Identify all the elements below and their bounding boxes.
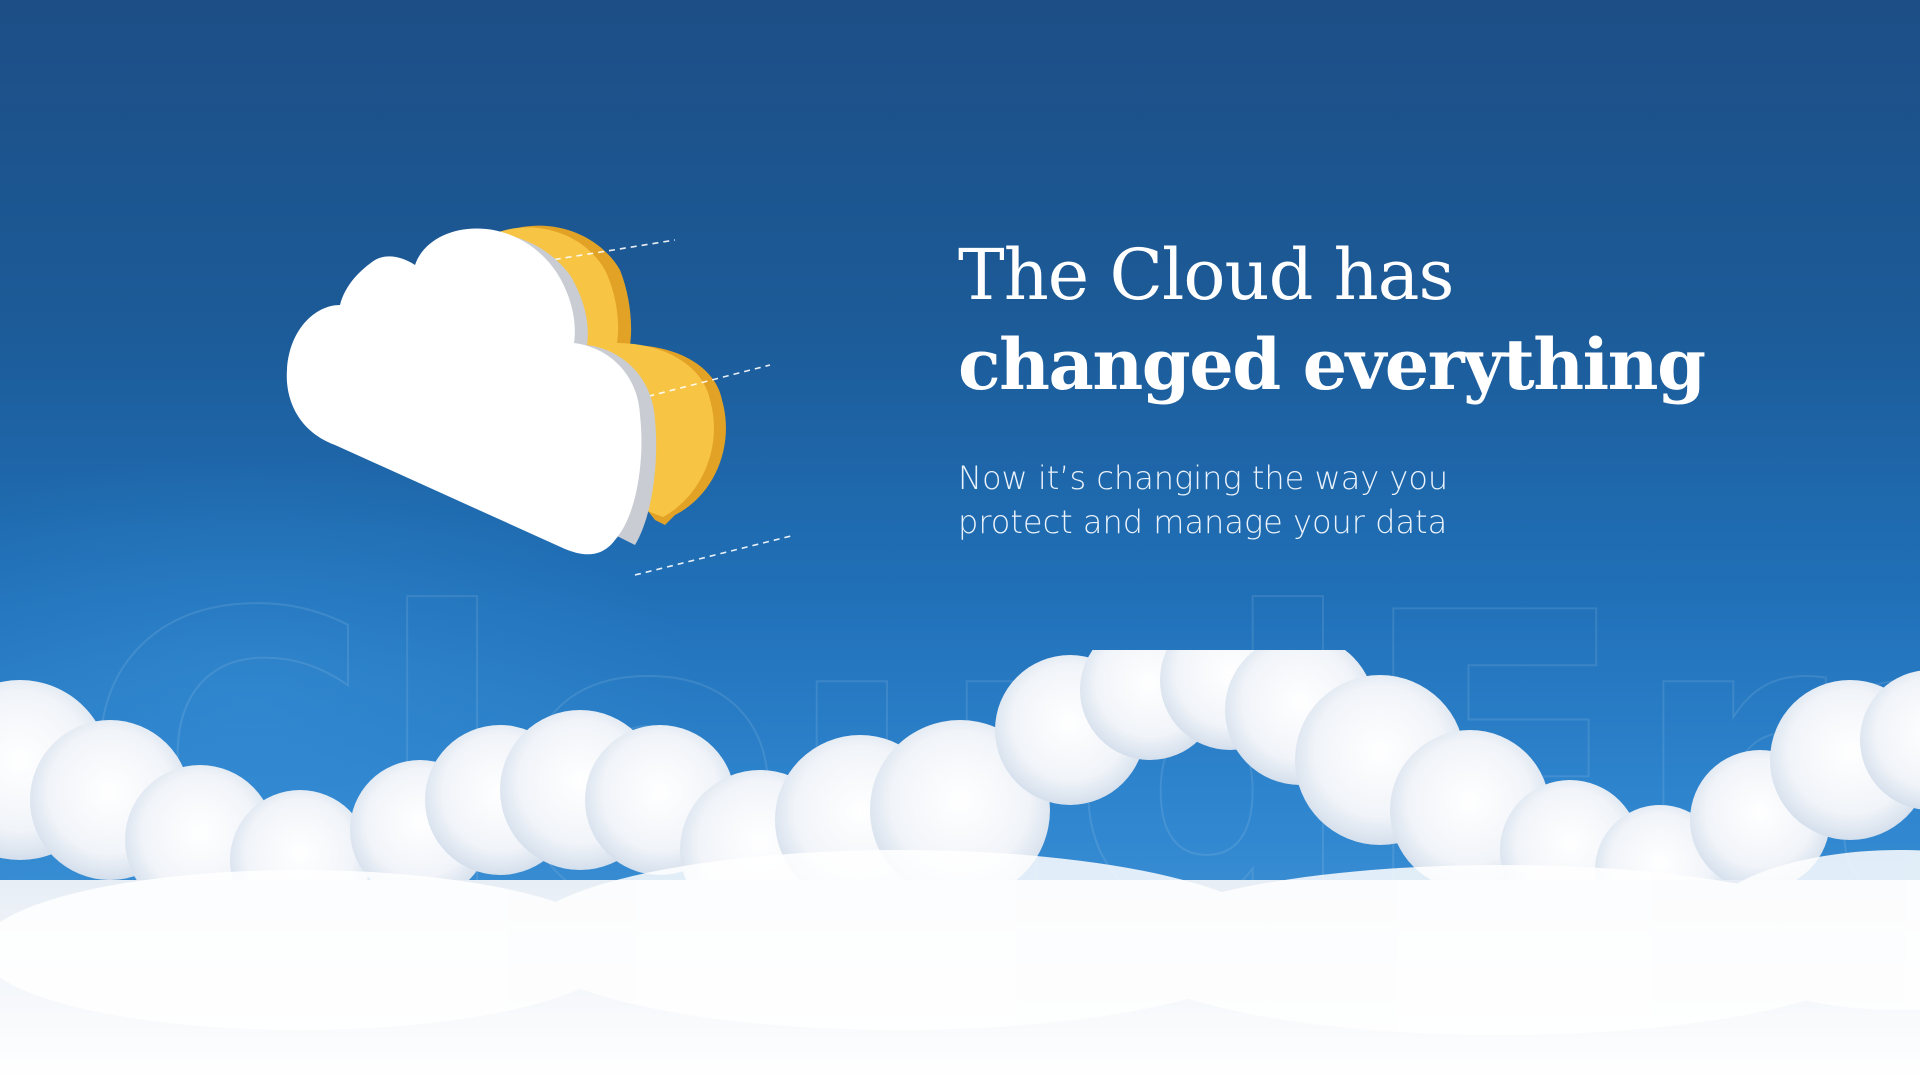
cloud-bank	[0, 650, 1920, 1080]
headline-line-2: changed everything	[958, 323, 1706, 406]
headline-line-1: The Cloud has	[958, 234, 1454, 316]
subtext-line-1: Now it’s changing the way you	[958, 459, 1449, 497]
subtext-line-2: protect and manage your data	[958, 503, 1448, 541]
dashed-guides	[532, 239, 796, 576]
white-cloud-icon	[286, 228, 657, 555]
cloud-illustration	[286, 225, 796, 576]
hero-subtext: Now it’s changing the way you protect an…	[958, 456, 1558, 544]
hero-headline: The Cloud has changed everything	[958, 240, 1858, 400]
